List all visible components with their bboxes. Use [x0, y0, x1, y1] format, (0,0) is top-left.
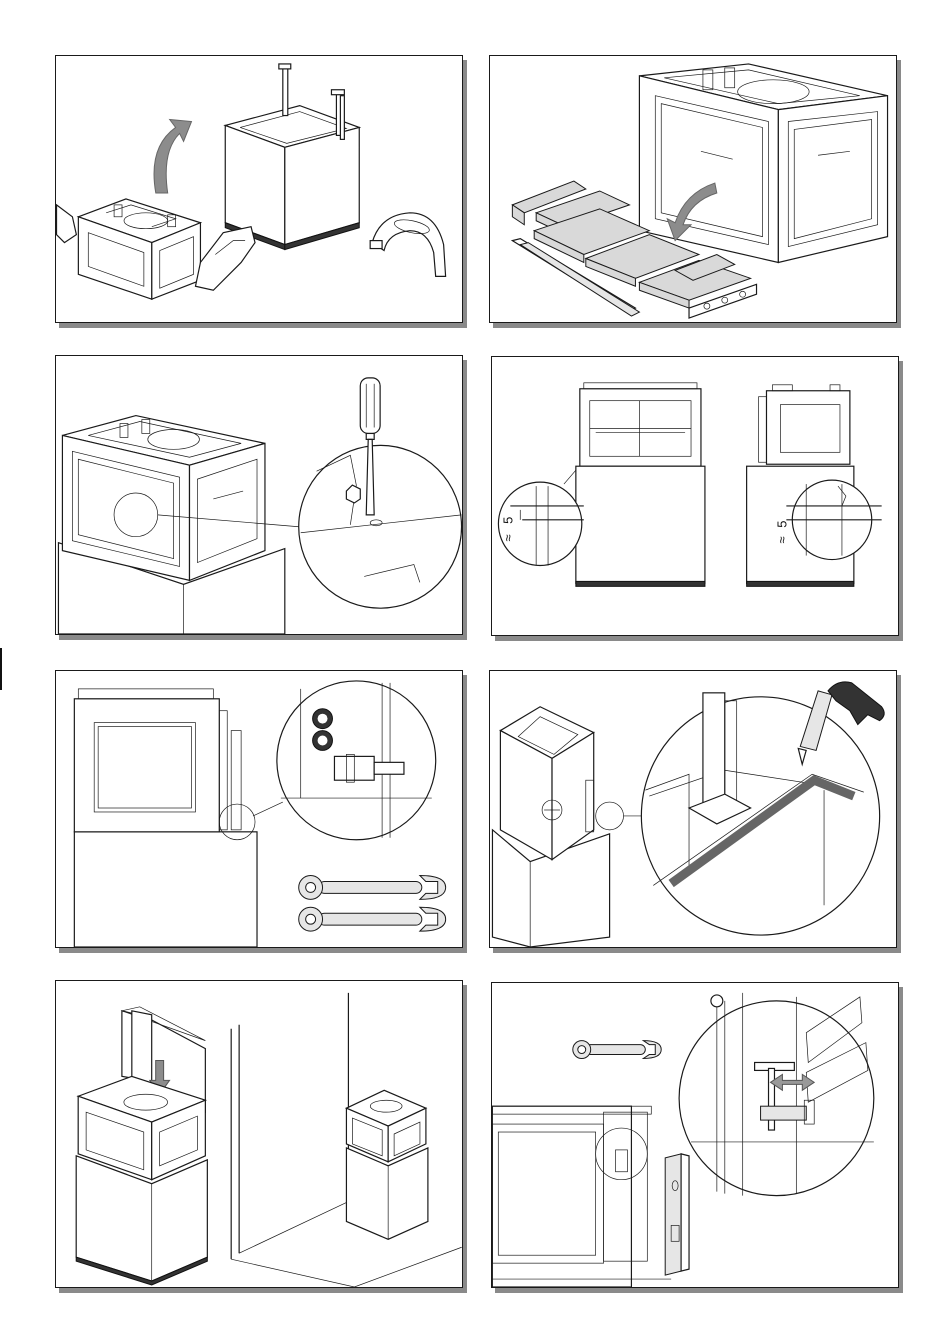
wrench-icon	[299, 907, 446, 931]
panel-step-5-adjust-nuts	[55, 670, 463, 948]
panel-step-7-lower-hood	[55, 980, 463, 1288]
diagram-lower-hood	[56, 981, 462, 1287]
panel-step-6-seal	[489, 670, 897, 948]
firebox-front-view	[492, 1106, 631, 1287]
wrench-icon	[299, 876, 446, 900]
wrench-icon	[573, 1041, 661, 1059]
dimension-label: 5	[500, 517, 515, 524]
lifting-handle-icon	[372, 213, 445, 277]
diagram-apply-sealant	[490, 671, 896, 947]
diagram-unscrew	[56, 356, 462, 634]
support-bracket	[665, 1154, 681, 1275]
diagram-adjust-nuts	[56, 671, 462, 947]
margin-mark	[0, 648, 2, 690]
panel-step-3-unscrew	[55, 355, 463, 635]
zoom-detail	[299, 445, 462, 608]
approx-label: ≈	[774, 537, 789, 544]
detail-callout-circle	[596, 802, 624, 830]
adjusting-plate	[761, 1106, 807, 1120]
diagram-lift-insert	[56, 56, 462, 322]
diagram-adjust-bracket	[492, 983, 898, 1287]
plinth-front-view	[576, 466, 705, 583]
diagram-remove-liners	[490, 56, 896, 322]
gloved-hand-icon	[195, 227, 255, 291]
curved-arrow-icon	[154, 120, 191, 193]
approx-label: ≈	[500, 535, 515, 542]
panel-step-1-lift-insert	[55, 55, 463, 323]
support-post	[703, 693, 725, 808]
dimension-label: 5	[774, 521, 789, 528]
gloved-hand-icon	[57, 205, 77, 243]
firebox-side-view	[766, 391, 849, 464]
panel-step-8-adjust-bracket	[491, 982, 899, 1288]
zoom-detail	[679, 1001, 874, 1196]
panel-step-4-align: 5 ≈ 5 ≈	[491, 356, 899, 636]
plinth	[74, 832, 257, 947]
diagram-align-on-plinth: 5 ≈ 5 ≈	[492, 357, 898, 635]
panel-step-2-remove-liners	[489, 55, 897, 323]
